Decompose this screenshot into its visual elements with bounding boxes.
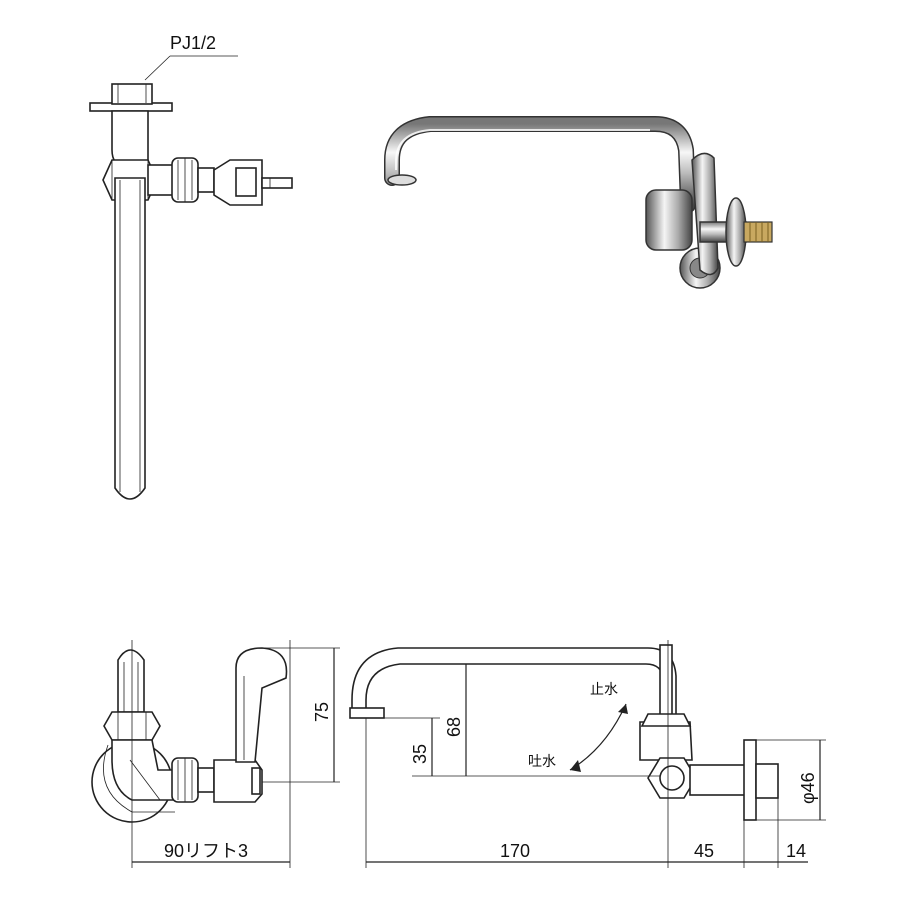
side-view-drawing: 75 90リフト3 — [91, 640, 340, 868]
dimension-body-depth: 45 — [694, 841, 714, 861]
product-photo — [384, 116, 773, 289]
dimension-flange-diameter: φ46 — [798, 772, 818, 804]
dimension-outlet-height: 35 — [410, 744, 430, 764]
dimension-spout-height: 68 — [444, 717, 464, 737]
discharge-water-label: 吐水 — [528, 753, 556, 769]
front-view-drawing: 68 35 止水 吐水 170 45 14 φ46 — [349, 640, 826, 868]
dimension-width-lift: 90リフト3 — [164, 841, 248, 861]
top-view-drawing: PJ1/2 — [89, 33, 293, 500]
dimension-flange-thickness: 14 — [786, 841, 806, 861]
thread-label: PJ1/2 — [170, 33, 216, 53]
shut-water-label: 止水 — [590, 681, 618, 697]
dimension-spout-length: 170 — [500, 841, 530, 861]
dimension-handle-height: 75 — [312, 702, 332, 722]
